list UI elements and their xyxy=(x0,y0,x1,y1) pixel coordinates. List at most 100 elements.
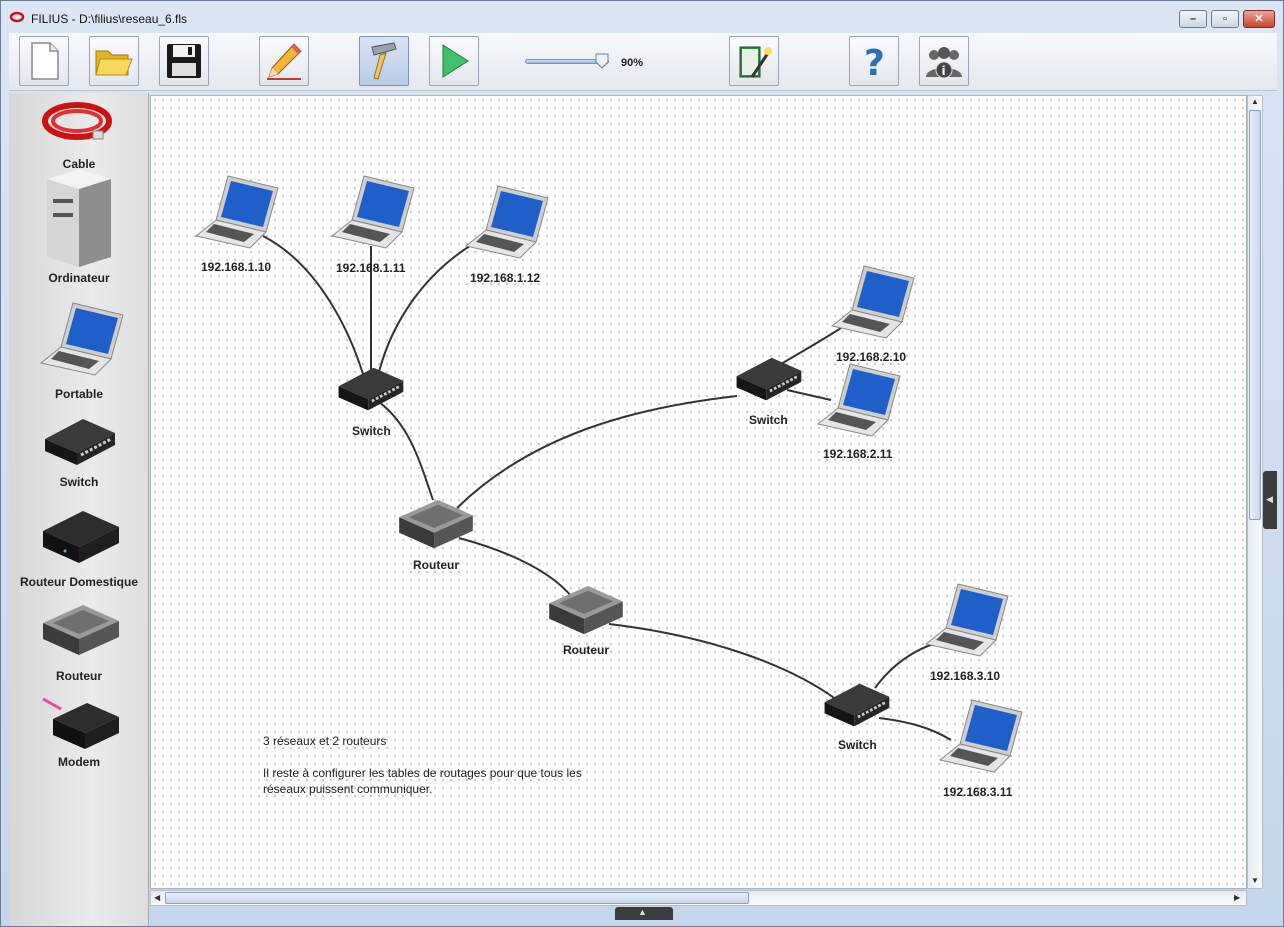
zoom-slider-thumb[interactable] xyxy=(595,53,609,69)
laptop-icon xyxy=(924,583,1009,657)
node-switch[interactable]: Switch xyxy=(333,362,407,438)
vertical-scrollbar[interactable]: ▲ ▼ xyxy=(1247,95,1263,889)
node-label: Switch xyxy=(749,413,788,427)
node-laptop[interactable]: 192.168.3.10 xyxy=(923,582,1011,683)
modem-icon xyxy=(42,697,119,749)
palette-modem[interactable]: Modem xyxy=(9,691,149,781)
node-label: Switch xyxy=(838,738,877,752)
node-label: 192.168.3.11 xyxy=(943,785,1013,799)
palette-label: Switch xyxy=(59,475,99,489)
node-switch[interactable]: Switch xyxy=(731,352,805,427)
router-icon xyxy=(549,585,623,635)
palette-switch[interactable]: Switch xyxy=(9,413,149,503)
laptop-icon xyxy=(464,185,549,259)
laptop-icon xyxy=(816,363,901,437)
scroll-up-icon[interactable]: ▲ xyxy=(1251,97,1259,106)
home-router-icon xyxy=(43,511,119,563)
network-canvas[interactable]: 192.168.1.10 192.168.1.11 192.168.1.12 S… xyxy=(150,95,1247,889)
switch-icon xyxy=(736,357,802,401)
cable-r2-sw3[interactable] xyxy=(608,623,838,701)
cable-sw3-pc6[interactable] xyxy=(874,643,934,689)
bottom-panel-toggle[interactable]: ▲ xyxy=(615,907,673,920)
node-label: 192.168.3.10 xyxy=(930,669,1001,683)
simulation-mode-button[interactable] xyxy=(429,36,479,86)
palette-label: Modem xyxy=(58,755,100,769)
node-laptop[interactable]: 192.168.3.11 xyxy=(937,698,1025,799)
node-laptop[interactable]: 192.168.2.11 xyxy=(815,362,903,461)
palette-label: Cable xyxy=(62,157,96,171)
switch-icon xyxy=(824,683,890,727)
svg-text:?: ? xyxy=(864,43,885,81)
palette-label: Routeur xyxy=(56,669,102,683)
build-mode-button[interactable] xyxy=(359,36,409,86)
node-label: Routeur xyxy=(563,643,609,657)
folder-icon xyxy=(95,50,133,76)
scroll-right-icon[interactable]: ▶ xyxy=(1234,893,1241,902)
design-mode-button[interactable] xyxy=(259,36,309,86)
scroll-left-icon[interactable]: ◀ xyxy=(154,893,161,902)
node-router[interactable]: Routeur xyxy=(395,494,477,572)
node-laptop[interactable]: 192.168.1.11 xyxy=(329,174,417,275)
laptop-icon xyxy=(330,175,415,249)
node-label: 192.168.2.10 xyxy=(836,350,907,364)
node-switch[interactable]: Switch xyxy=(819,678,893,752)
close-button[interactable]: ✕ xyxy=(1243,10,1275,28)
cable-r1-r2[interactable] xyxy=(458,537,572,597)
node-laptop[interactable]: 192.168.1.10 xyxy=(193,174,281,274)
minimize-icon: – xyxy=(1189,13,1197,25)
vertical-scroll-thumb[interactable] xyxy=(1249,110,1261,520)
cable-pc1-sw1[interactable] xyxy=(262,235,364,375)
palette-cable[interactable]: Cable xyxy=(9,95,149,185)
minimize-button[interactable]: – xyxy=(1179,10,1207,28)
help-button[interactable]: ? xyxy=(849,36,899,86)
maximize-button[interactable]: ▫ xyxy=(1211,10,1239,28)
side-panel-toggle[interactable]: ◀ xyxy=(1263,471,1277,529)
horizontal-scroll-thumb[interactable] xyxy=(165,892,749,904)
cable-r1-sw2[interactable] xyxy=(456,395,738,509)
cable-icon xyxy=(42,102,112,140)
palette-router[interactable]: Routeur xyxy=(9,599,149,689)
laptop-icon xyxy=(39,302,124,376)
palette-computer[interactable]: Ordinateur xyxy=(9,169,149,285)
laptop-icon xyxy=(938,699,1023,773)
palette-label: Portable xyxy=(54,387,103,401)
cable-sw1-r1[interactable] xyxy=(378,401,434,501)
palette-label: Routeur Domestique xyxy=(19,575,138,589)
save-button[interactable] xyxy=(159,36,209,86)
open-folder-button[interactable] xyxy=(89,36,139,86)
laptop-icon xyxy=(830,265,915,339)
node-label: 192.168.2.11 xyxy=(823,447,893,461)
switch-icon xyxy=(45,419,115,465)
cable-sw2-pc5[interactable] xyxy=(786,389,832,401)
chevron-left-icon: ◀ xyxy=(1266,494,1273,504)
palette-laptop[interactable]: Portable xyxy=(9,301,149,401)
router-icon xyxy=(43,605,119,655)
about-button[interactable]: i xyxy=(919,36,969,86)
node-label: Switch xyxy=(352,424,391,438)
node-laptop[interactable]: 192.168.2.10 xyxy=(829,264,917,364)
play-icon xyxy=(442,44,469,78)
cable-sw2-pc4[interactable] xyxy=(780,327,842,365)
horizontal-scrollbar[interactable]: ◀ ▶ xyxy=(150,890,1247,906)
component-palette: Cable Ordinateur Portable xyxy=(9,93,149,926)
cable-pc3-sw1[interactable] xyxy=(378,243,474,373)
node-laptop[interactable]: 192.168.1.12 xyxy=(463,184,551,285)
filius-logo-icon xyxy=(9,11,25,23)
maximize-icon: ▫ xyxy=(1223,13,1227,25)
node-router[interactable]: Routeur xyxy=(545,580,627,657)
new-file-button[interactable] xyxy=(19,36,69,86)
palette-home-router[interactable]: Routeur Domestique xyxy=(9,503,149,593)
cable-sw3-pc7[interactable] xyxy=(878,717,952,741)
new-file-icon xyxy=(31,42,59,80)
scroll-down-icon[interactable]: ▼ xyxy=(1251,876,1259,885)
palette-label: Ordinateur xyxy=(48,271,110,285)
note-line: 3 réseaux et 2 routeurs xyxy=(263,734,387,748)
window-title: FILIUS - D:\filius\reseau_6.fls xyxy=(31,12,188,26)
canvas-note[interactable]: 3 réseaux et 2 routeurs Il reste à confi… xyxy=(263,733,582,797)
wizard-button[interactable] xyxy=(729,36,779,86)
cable-layer xyxy=(262,235,952,741)
switch-icon xyxy=(338,367,404,411)
node-label: Routeur xyxy=(413,558,459,572)
toolbar: 90% ? i xyxy=(9,33,1277,91)
